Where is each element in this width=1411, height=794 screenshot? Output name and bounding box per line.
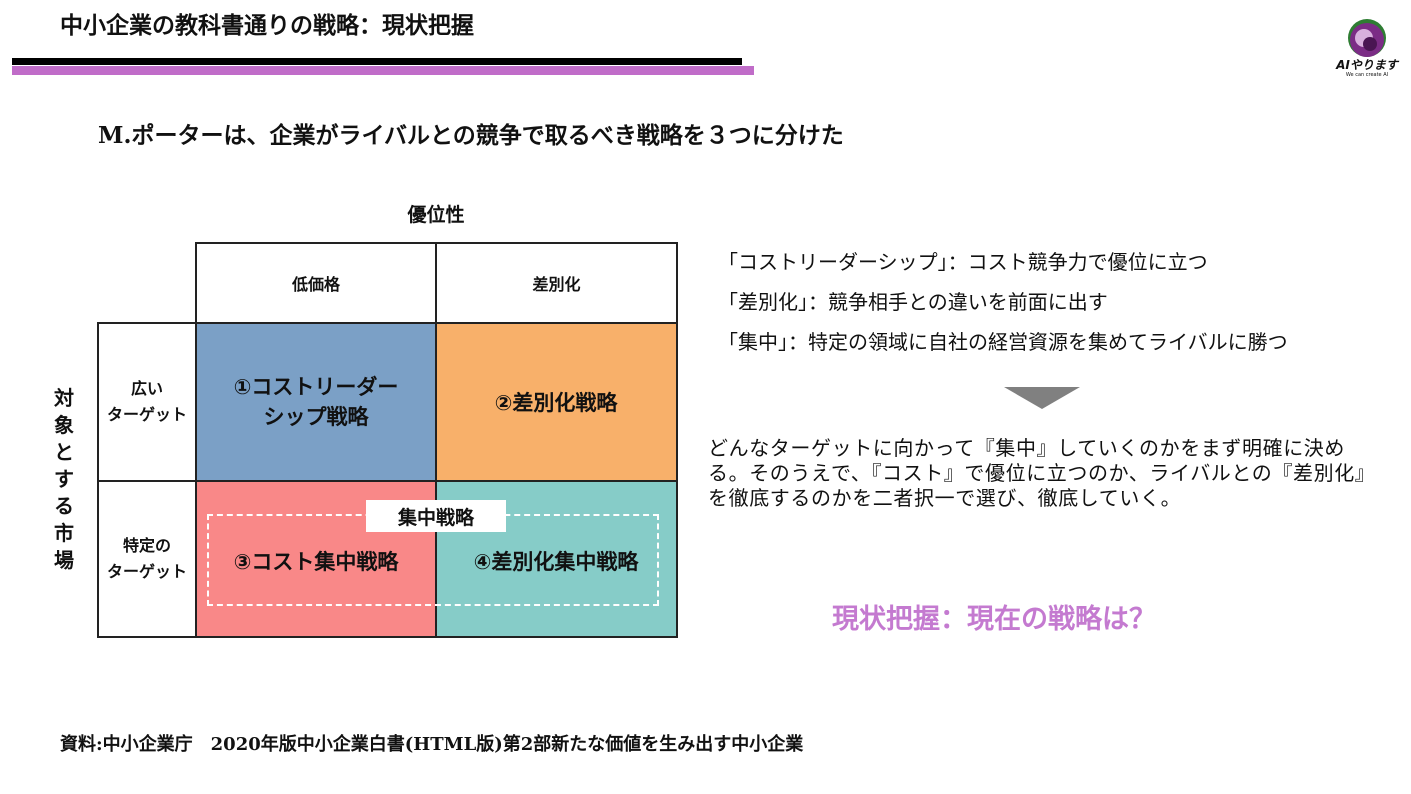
current-strategy-question: 現状把握：現在の戦略は？: [832, 604, 1156, 635]
explanation-paragraph: どんなターゲットに向かって『集中』していくのかをまず明確に決める。そのうえで、『…: [708, 436, 1376, 510]
focus-strategy-label: 集中戦略: [366, 500, 506, 532]
row-header-line: ターゲット: [106, 562, 187, 581]
row-header-specific-target: 特定の ターゲット: [97, 480, 197, 638]
down-triangle-icon: [1004, 387, 1080, 409]
axis-left-char: 場: [54, 548, 74, 572]
row-header-broad-target: 広い ターゲット: [97, 322, 197, 482]
header-divider-black: [12, 58, 742, 65]
definition-focus: 「集中」：特定の領域に自社の経営資源を集めてライバルに勝つ: [718, 330, 1288, 354]
axis-left-char: る: [54, 494, 74, 518]
definition-differentiation: 「差別化」：競争相手との違いを前面に出す: [718, 290, 1108, 314]
axis-left-char: 象: [54, 413, 74, 437]
row-header-line: 広い: [130, 379, 163, 398]
axis-left-char: と: [54, 440, 74, 464]
purple-swirl-logo-icon: [1348, 19, 1386, 57]
logo-subtext: We can create AI: [1345, 72, 1389, 78]
col-header-low-price: 低価格: [195, 242, 437, 324]
cell-differentiation: ②差別化戦略: [435, 322, 677, 482]
header-divider-purple: [12, 66, 754, 75]
cell-cost-leadership: ①コストリーダー シップ戦略: [195, 322, 437, 482]
cell-label-line: ①コストリーダー: [233, 375, 399, 399]
row-header-line: ターゲット: [106, 405, 187, 424]
axis-left-char: 対: [54, 386, 74, 410]
axis-label-market: 対 象 と す る 市 場: [50, 385, 78, 574]
cell-label-line: シップ戦略: [263, 405, 369, 429]
definition-cost-leadership: 「コストリーダーシップ」：コスト競争力で優位に立つ: [718, 250, 1208, 274]
row-header-line: 特定の: [122, 536, 171, 555]
col-header-differentiation: 差別化: [435, 242, 678, 324]
axis-left-char: す: [54, 467, 74, 491]
source-citation: 資料:中小企業庁 2020年版中小企業白書(HTML版)第2部新たな価値を生み出…: [60, 734, 804, 755]
page-title: 中小企業の教科書通りの戦略：現状把握: [60, 12, 474, 39]
slide-subtitle: M.ポーターは、企業がライバルとの競争で取るべき戦略を３つに分けた: [98, 122, 844, 149]
axis-label-advantage: 優位性: [407, 204, 465, 226]
axis-left-char: 市: [54, 521, 74, 545]
logo-text: AIやります: [1336, 58, 1398, 72]
